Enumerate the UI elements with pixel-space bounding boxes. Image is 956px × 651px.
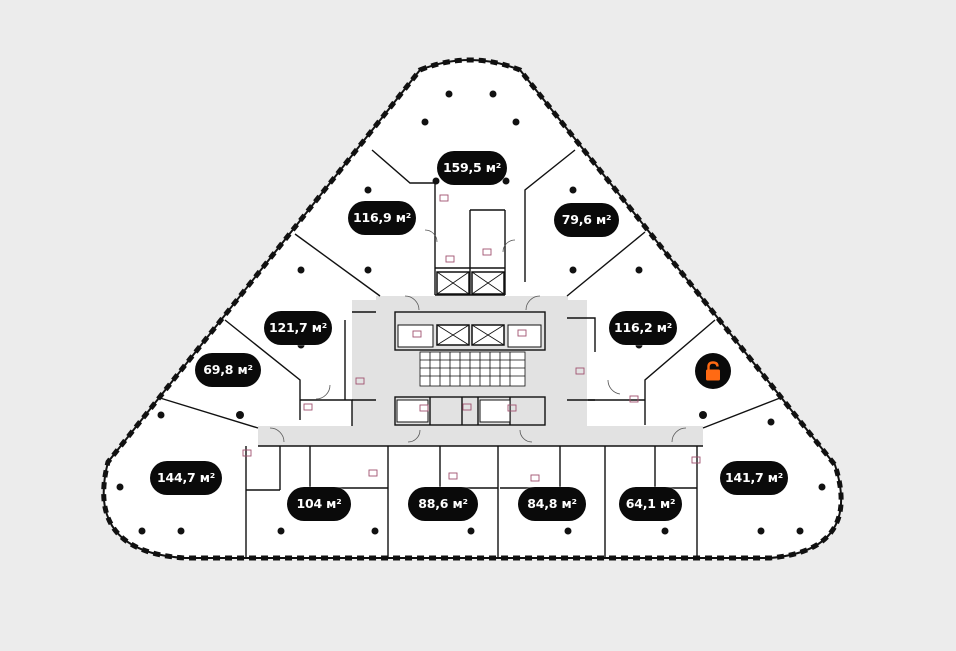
unit-area-label[interactable]: 121,7 м²: [264, 311, 332, 345]
unit-area-label[interactable]: 159,5 м²: [437, 151, 507, 185]
corridor-right: [565, 300, 587, 430]
lock-icon: [706, 361, 720, 381]
unit-area-label[interactable]: 116,9 м²: [348, 201, 416, 235]
reserved-unit-lock-button[interactable]: [695, 353, 731, 389]
elevators: [436, 271, 505, 346]
corridor: [258, 426, 703, 446]
partition-walls: [159, 149, 781, 558]
doors: [269, 229, 687, 443]
kitchenette-fixtures: [242, 194, 701, 482]
corridor-left: [352, 300, 376, 430]
unit-area-label[interactable]: 104 м²: [287, 487, 351, 521]
staircase: [419, 351, 526, 387]
unit-area-label[interactable]: 144,7 м²: [150, 461, 222, 495]
unit-area-label[interactable]: 141,7 м²: [720, 461, 788, 495]
unit-area-label[interactable]: 116,2 м²: [609, 311, 677, 345]
unit-area-label[interactable]: 79,6 м²: [554, 203, 619, 237]
unit-area-label[interactable]: 84,8 м²: [518, 487, 586, 521]
unit-area-label[interactable]: 69,8 м²: [195, 353, 261, 387]
unit-area-label[interactable]: 64,1 м²: [619, 487, 682, 521]
unit-area-label[interactable]: 88,6 м²: [408, 487, 478, 521]
